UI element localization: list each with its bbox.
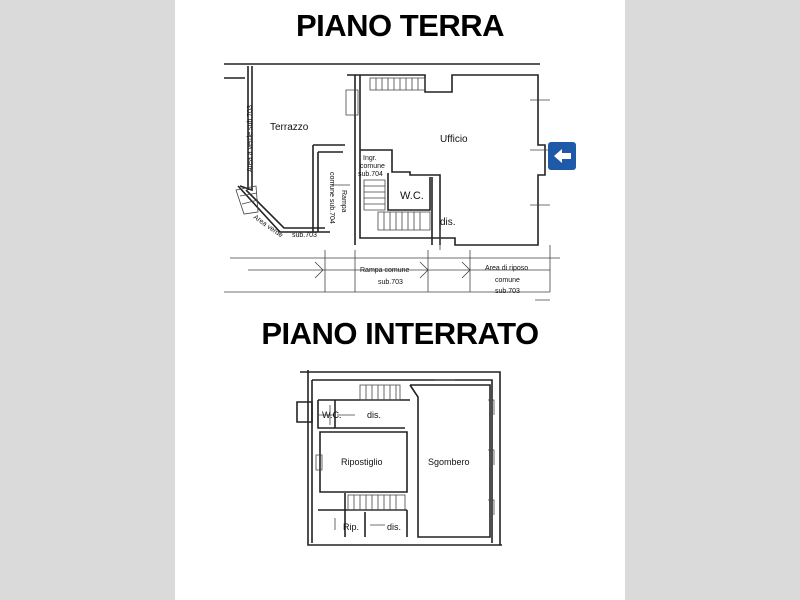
room-label-dis-bottom: dis. (387, 522, 401, 532)
room-label-ingresso-2: comune (360, 163, 385, 170)
room-label-ingresso-1: Ingr. (363, 155, 377, 162)
label-rampa-sub: sub.703 (378, 279, 403, 286)
label-rampa-vertical-1: Rampa (340, 190, 347, 213)
label-sub703: sub.703 (292, 232, 317, 239)
label-area-verde-vertical: Area a verde sub.703 (247, 105, 254, 172)
room-label-ripostiglio: Ripostiglio (341, 457, 383, 467)
room-label-rip: Rip. (343, 522, 359, 532)
arrow-left-icon (554, 149, 571, 163)
label-rampa-comune: Rampa comune (360, 267, 410, 274)
room-label-wc: W.C. (400, 190, 424, 202)
basement-plan: W.C. dis. Ripostiglio Sgombero Rip. dis. (296, 370, 502, 546)
label-rampa-vertical-2: comune sub.704 (328, 172, 335, 224)
label-area-riposo-2: comune (495, 277, 520, 284)
ground-floor-plan: Terrazzo Ufficio Ingr. comune sub.704 W.… (224, 63, 576, 301)
entrance-arrow-sign (548, 142, 576, 170)
title-piano-terra: PIANO TERRA (295, 8, 505, 43)
room-label-terrazzo: Terrazzo (270, 122, 309, 133)
room-label-sgombero: Sgombero (428, 457, 470, 467)
room-label-ufficio: Ufficio (440, 134, 468, 145)
label-area-riposo-3: sub.703 (495, 288, 520, 295)
room-label-ingresso-3: sub.704 (358, 171, 383, 178)
label-area-riposo-1: Area di riposo (485, 265, 528, 272)
title-piano-interrato: PIANO INTERRATO (261, 316, 539, 351)
room-label-dis: dis. (440, 217, 456, 228)
room-label-dis-top: dis. (367, 410, 381, 420)
room-label-wc-basement: W.C. (322, 410, 342, 420)
